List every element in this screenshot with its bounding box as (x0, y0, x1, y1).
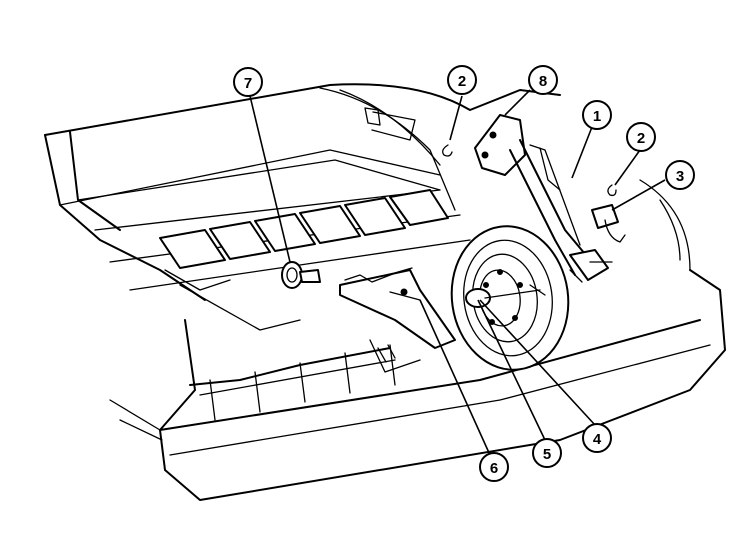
callout-8: 8 (528, 65, 558, 95)
trunk-lid (44, 83, 561, 301)
svg-text:7: 7 (244, 75, 252, 92)
jack-assembly (474, 114, 613, 283)
spare-tire-bracket (339, 267, 456, 373)
svg-text:2: 2 (637, 130, 645, 147)
svg-text:4: 4 (593, 431, 602, 448)
callout-5: 5 (532, 438, 562, 468)
svg-text:3: 3 (676, 168, 684, 185)
svg-text:8: 8 (539, 73, 547, 90)
leader-lines (249, 89, 666, 456)
trunk-floor (94, 189, 471, 331)
hook-right (607, 184, 617, 197)
svg-text:6: 6 (490, 460, 498, 477)
svg-text:5: 5 (543, 446, 551, 463)
hook-left (442, 144, 453, 157)
callout-2-right: 2 (626, 122, 656, 152)
callout-2-left: 2 (447, 65, 477, 95)
callout-3: 3 (665, 160, 695, 190)
svg-text:1: 1 (593, 108, 601, 125)
callout-1: 1 (582, 100, 612, 130)
jack-handle (591, 204, 626, 243)
wing-nut (281, 261, 321, 289)
spare-tire (450, 225, 570, 371)
rear-bumper (109, 179, 726, 501)
callout-7: 7 (233, 67, 263, 97)
svg-text:2: 2 (458, 73, 466, 90)
callout-4: 4 (582, 423, 612, 453)
callout-6: 6 (479, 452, 509, 482)
